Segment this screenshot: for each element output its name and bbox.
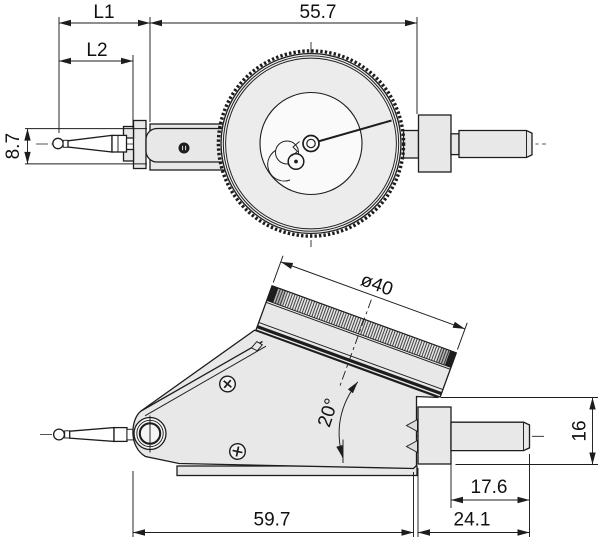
dim-stem-section-height: 16 <box>441 397 598 465</box>
top-edge <box>140 340 263 412</box>
dim-label-stem-overall-length: 24.1 <box>454 510 491 531</box>
screw-cross <box>223 379 232 389</box>
stem-shaft <box>458 129 533 159</box>
knurl-shadow-left <box>266 285 279 303</box>
phillips-screw-top <box>218 375 237 393</box>
tilted-bezel: ø40 <box>255 255 468 398</box>
clamp-jaw-bottom <box>122 148 135 162</box>
side-view-stem <box>417 406 531 465</box>
dim-body-length: 59.7 <box>132 471 414 537</box>
dim-l2: L2 <box>58 40 134 128</box>
dim-stem-overall-length: 24.1 <box>417 468 530 537</box>
contact-ball <box>52 428 66 441</box>
bezel-ring <box>222 55 400 232</box>
top-edge-chamfer <box>144 345 267 417</box>
hole-glint <box>185 145 187 151</box>
clamp-bar <box>132 119 147 170</box>
clamp-screw-hole <box>178 142 190 154</box>
dim-label-stem-length: 17.6 <box>471 477 508 498</box>
stylus-barrel <box>111 134 128 153</box>
stem-neck <box>402 129 420 159</box>
knurl-fade-right <box>436 347 451 366</box>
top-view-stem <box>402 114 533 173</box>
phillips-screw-bottom <box>228 442 247 461</box>
extension-line <box>272 255 284 283</box>
top-view-stylus <box>52 134 128 153</box>
knurled-bezel-teeth <box>216 49 406 238</box>
dim-label-overall-width: 55.7 <box>300 2 337 23</box>
dim-stylus-height: 8.7 <box>3 128 147 165</box>
dim-overall-width: 55.7 <box>149 2 418 114</box>
dim-l1: L1 <box>58 2 151 133</box>
mechanism-arc <box>267 148 291 182</box>
screw-cross <box>235 446 240 457</box>
dimension-line <box>280 261 466 330</box>
needle <box>310 119 392 145</box>
dim-stem-length: 17.6 <box>450 454 530 537</box>
extension-line <box>457 322 468 350</box>
contact-ball <box>52 137 64 150</box>
knurl-shadow-right <box>444 350 457 368</box>
side-view-body <box>132 329 439 477</box>
jewel-center <box>294 159 298 164</box>
stem-shaft <box>450 421 531 452</box>
hole-glint <box>182 145 184 151</box>
side-view: ø40 20° 16 17.6 24.1 <box>40 255 598 537</box>
stylus-barrel <box>113 426 128 443</box>
top-view: L1 L2 55.7 8.7 <box>3 2 546 247</box>
clamp-jaw-top <box>122 125 135 139</box>
ball-neck <box>64 430 71 439</box>
dim-label-stem-section-height: 16 <box>570 420 591 441</box>
dim-label-stylus-height: 8.7 <box>3 133 24 159</box>
bezel-clamp-tab <box>250 340 264 352</box>
needle-hub-center <box>306 138 316 149</box>
dim-label-l2: L2 <box>86 40 107 61</box>
bezel-ring <box>225 57 397 230</box>
stem-block <box>417 114 452 173</box>
body-outline <box>132 329 439 470</box>
mechanism-lever <box>291 141 300 157</box>
angle-arc <box>336 381 359 458</box>
stylus-pivot <box>133 415 167 453</box>
stem-block <box>417 406 452 465</box>
stem-step <box>450 133 460 156</box>
top-view-dial <box>216 49 406 238</box>
side-view-stylus <box>52 426 136 443</box>
dim-label-l1: L1 <box>93 2 114 23</box>
dim-label-body-length: 59.7 <box>254 510 291 531</box>
